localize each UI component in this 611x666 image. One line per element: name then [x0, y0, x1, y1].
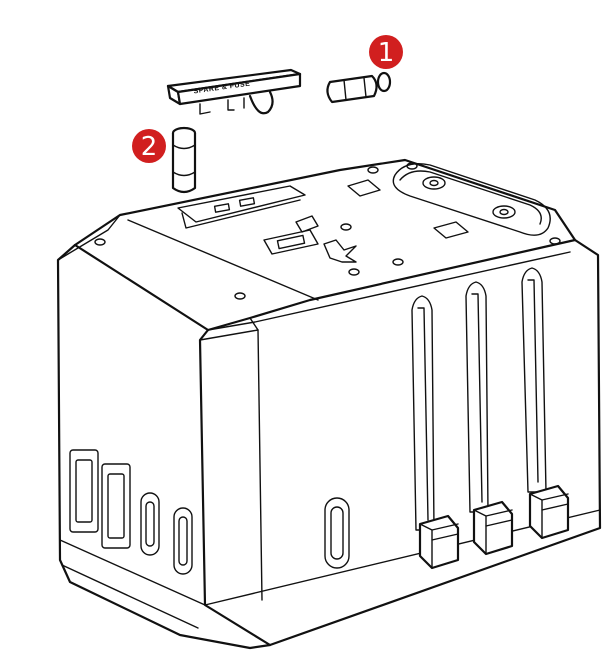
- usb-c-port-2: [173, 507, 193, 575]
- callout-2: 2: [132, 129, 166, 163]
- fuse-1: [326, 71, 392, 104]
- usb-c-port-3: [324, 497, 350, 569]
- adapter-body: [56, 158, 602, 650]
- callout-2-number: 2: [141, 132, 158, 162]
- usb-a-port-2: [101, 463, 131, 549]
- fuse-cover: SPARE & FUSE: [166, 68, 302, 115]
- adapter-top-face: [73, 158, 577, 332]
- callout-1-circle: [369, 35, 403, 69]
- plug-slider-2: [465, 281, 514, 556]
- plug-slider-1: [411, 295, 460, 570]
- usb-c-port-1: [140, 492, 160, 556]
- fuse-2: [171, 126, 197, 194]
- callout-1: 1: [369, 35, 403, 69]
- callout-1-number: 1: [378, 38, 395, 68]
- callout-2-circle: [132, 129, 166, 163]
- usb-a-port-1: [69, 449, 99, 533]
- plug-slider-3: [521, 267, 570, 540]
